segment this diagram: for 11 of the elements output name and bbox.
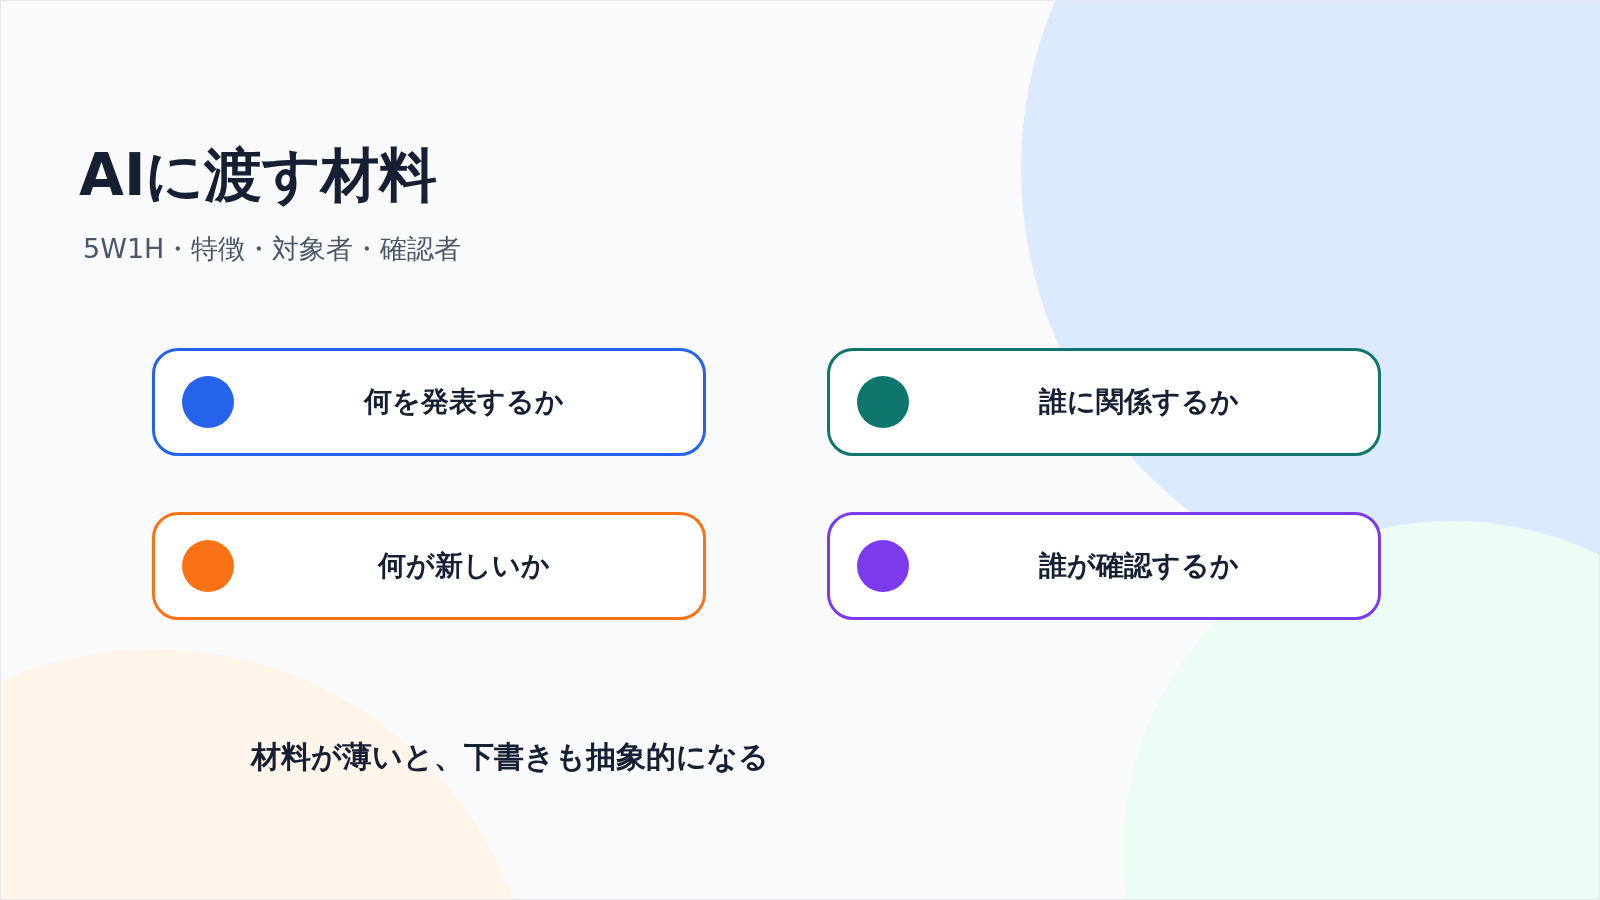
item-card: [827, 348, 1381, 456]
item-card: [152, 348, 706, 456]
card-label: 何が新しいか: [376, 548, 551, 584]
card-label: 誰に関係するか: [1037, 384, 1240, 420]
card-label: 誰が確認するか: [1037, 548, 1240, 584]
card-label: 何を発表するか: [362, 384, 565, 420]
title: AIに渡す材料: [79, 141, 438, 211]
subtitle: 5W1H・特徴・対象者・確認者: [83, 232, 462, 266]
item-card: [152, 512, 706, 620]
note-text: 材料が薄いと、下書きも抽象的になる: [251, 738, 769, 776]
item-card: [827, 512, 1381, 620]
